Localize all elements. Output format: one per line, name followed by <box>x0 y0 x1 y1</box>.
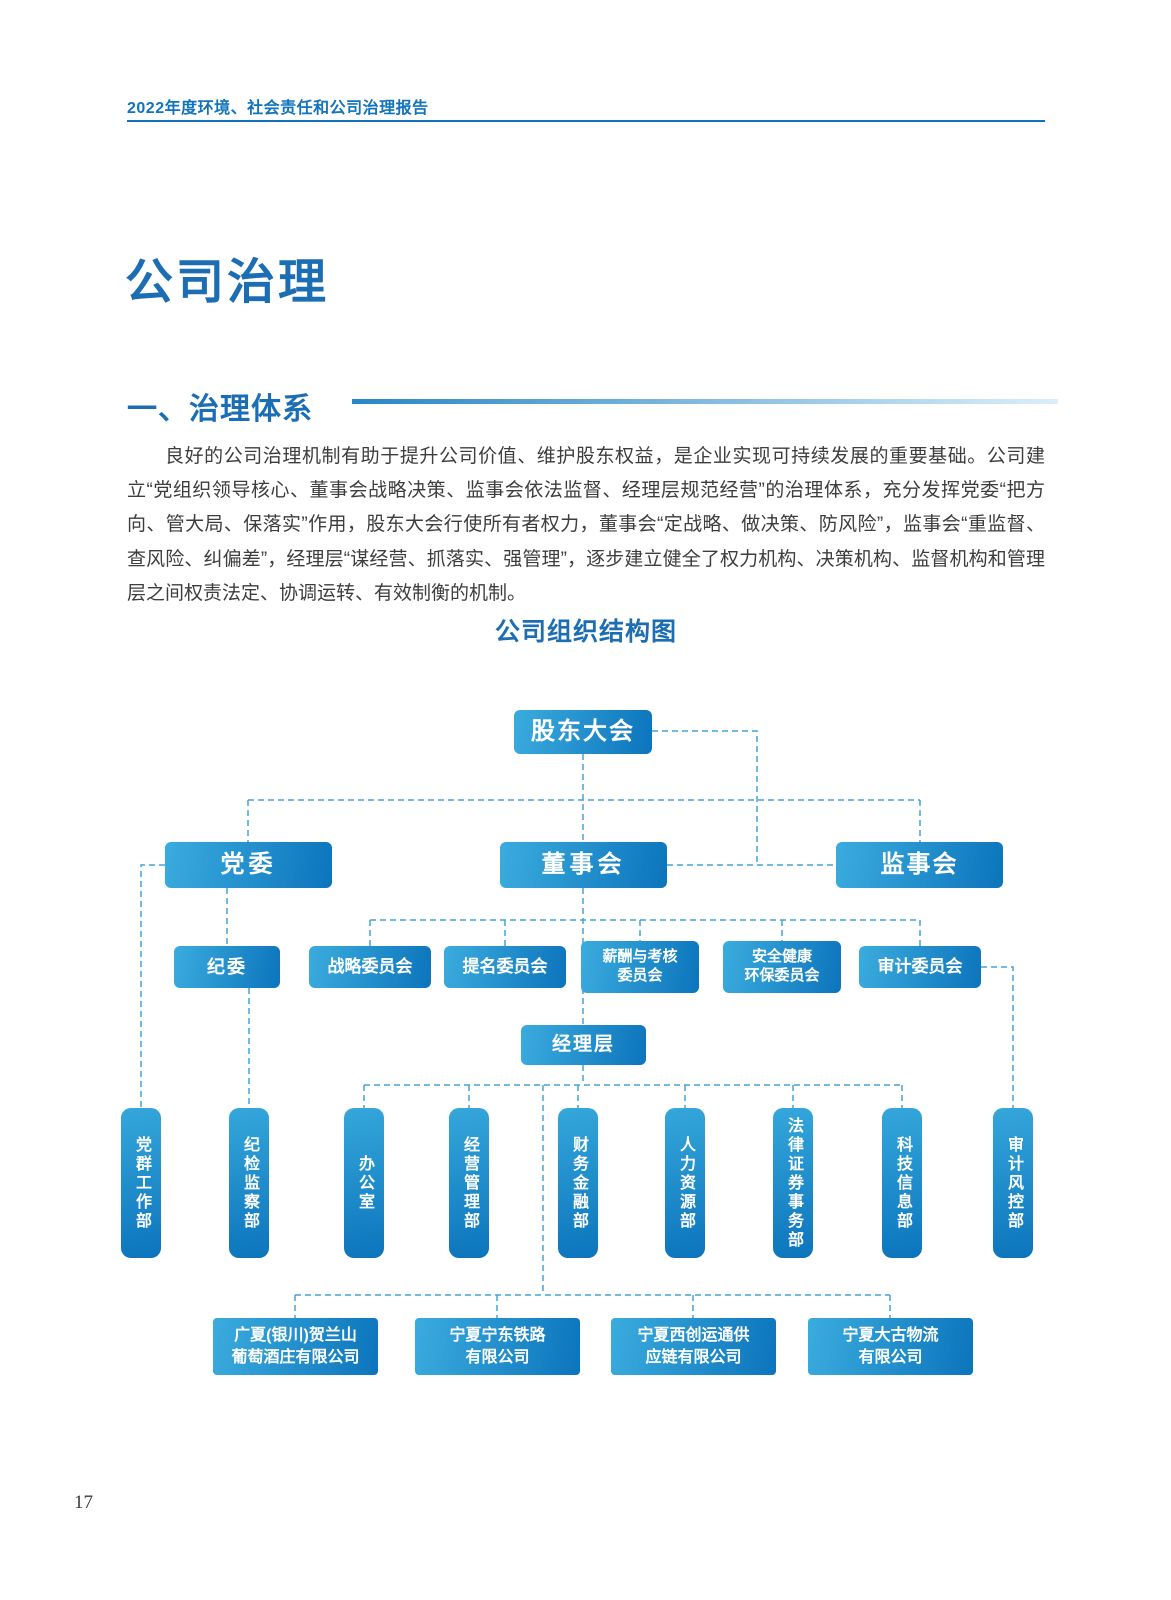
section-heading: 一、治理体系 <box>127 393 313 426</box>
org-node-dept-human-resources: 人力资源部 <box>665 1108 705 1258</box>
org-chart-title: 公司组织结构图 <box>494 618 677 646</box>
page-number: 17 <box>74 1492 93 1513</box>
org-node-discipline-committee: 纪委 <box>174 946 280 988</box>
section-heading-rule <box>352 399 1058 404</box>
org-node-subsidiary-railway: 宁夏宁东铁路 有限公司 <box>415 1318 580 1375</box>
org-node-management-layer: 经理层 <box>521 1025 646 1065</box>
org-node-safety-health-environment-committee: 安全健康 环保委员会 <box>723 941 841 993</box>
org-node-nomination-committee: 提名委员会 <box>444 946 566 988</box>
header-divider <box>127 120 1045 122</box>
connector-bus-top <box>247 799 921 842</box>
connector-audit-branch <box>981 966 1014 1108</box>
org-node-dept-finance: 财务金融部 <box>558 1108 598 1258</box>
org-node-subsidiary-winery: 广夏(银川)贺兰山 葡萄酒庄有限公司 <box>213 1318 378 1375</box>
org-node-supervisory-board: 监事会 <box>836 842 1003 888</box>
connector-shareholders-right-link <box>652 730 836 866</box>
org-node-audit-committee: 审计委员会 <box>859 946 981 988</box>
org-node-dept-legal-securities: 法律证券事务部 <box>773 1108 813 1258</box>
org-node-dept-operations-management: 经营管理部 <box>449 1108 489 1258</box>
connector-bus-subsidiaries <box>294 1294 891 1318</box>
org-node-dept-discipline-inspection: 纪检监察部 <box>229 1108 269 1258</box>
org-node-subsidiary-supply-chain: 宁夏西创运通供 应链有限公司 <box>611 1318 776 1375</box>
org-node-dept-office: 办公室 <box>344 1108 384 1258</box>
report-header-title: 2022年度环境、社会责任和公司治理报告 <box>127 100 429 117</box>
org-node-party-committee: 党委 <box>165 842 332 888</box>
org-node-remuneration-appraisal-committee: 薪酬与考核 委员会 <box>581 941 699 993</box>
page-title: 公司治理 <box>125 256 330 309</box>
org-node-dept-party-masses-work: 党群工作部 <box>121 1108 161 1258</box>
org-node-subsidiary-logistics: 宁夏大古物流 有限公司 <box>808 1318 973 1375</box>
body-paragraph: 良好的公司治理机制有助于提升公司价值、维护股东权益，是企业实现可持续发展的重要基… <box>127 446 1045 604</box>
org-node-dept-technology-information: 科技信息部 <box>882 1108 922 1258</box>
org-node-dept-audit-risk-control: 审计风控部 <box>993 1108 1033 1258</box>
org-node-shareholders-meeting: 股东大会 <box>514 710 652 754</box>
org-node-strategy-committee: 战略委员会 <box>309 946 431 988</box>
org-node-board-of-directors: 董事会 <box>500 842 667 888</box>
connector-bus-departments <box>363 1084 903 1108</box>
